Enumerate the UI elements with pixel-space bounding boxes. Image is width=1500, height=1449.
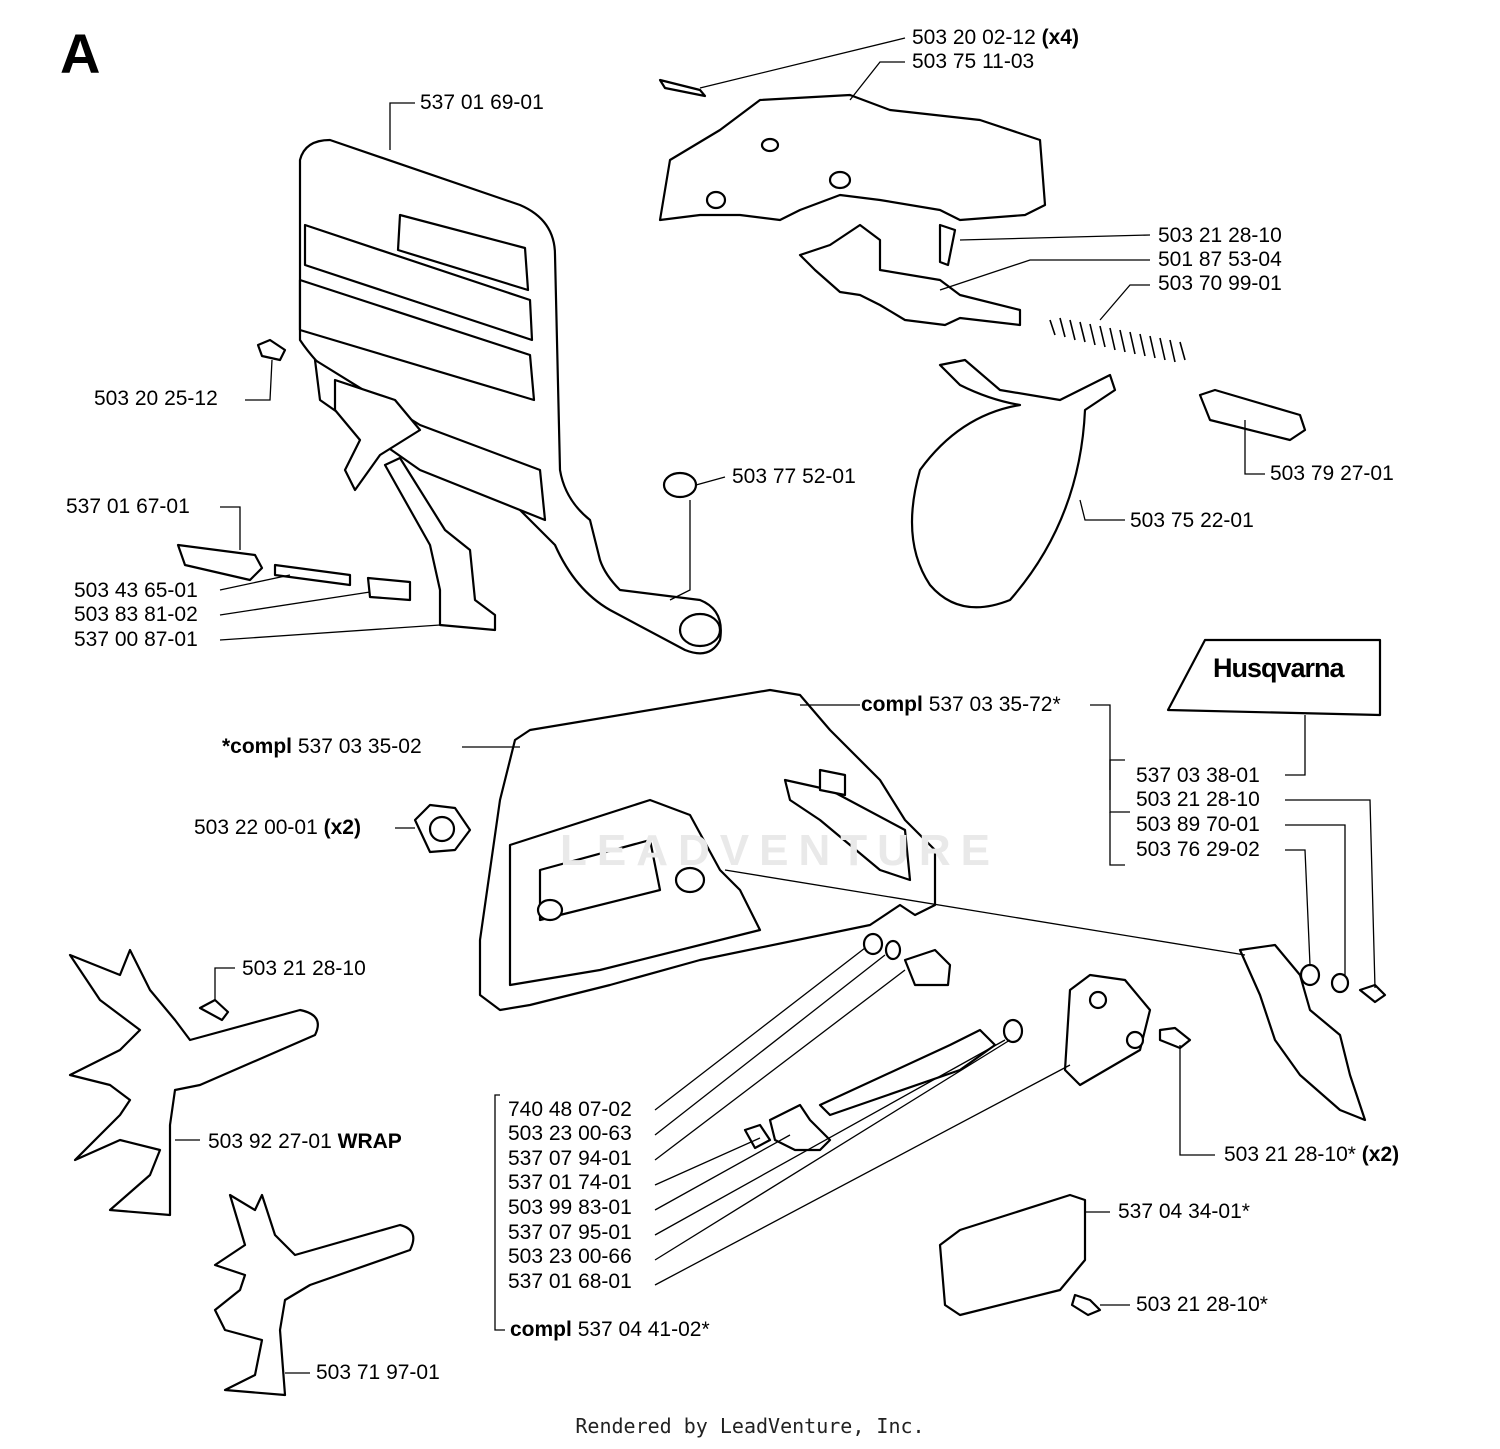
- compl-prefix: compl: [861, 693, 923, 716]
- part-label-740480702[interactable]: 740 48 07-02: [508, 1098, 632, 1121]
- part-label-503792701[interactable]: 503 79 27-01: [1270, 462, 1394, 485]
- part-label-503709901[interactable]: 503 70 99-01: [1158, 272, 1282, 295]
- part-label-503220001[interactable]: 503 22 00-01 (x2): [194, 816, 361, 840]
- bumper-spike-small-part: [213, 1193, 415, 1397]
- quantity: (x4): [1041, 26, 1079, 49]
- screw-part: [256, 338, 287, 362]
- part-label-503922701[interactable]: 503 92 27-01 WRAP: [208, 1130, 402, 1154]
- link-part: [1198, 388, 1307, 442]
- part-label-537008701[interactable]: 537 00 87-01: [74, 628, 198, 651]
- quantity: (x2): [1361, 1143, 1400, 1166]
- quantity: (x2): [323, 816, 361, 839]
- part-label-537033801[interactable]: 537 03 38-01: [1136, 764, 1260, 787]
- brand-logo: Husqvarna: [1213, 653, 1345, 683]
- part-number: 537 03 35-72*: [928, 693, 1061, 716]
- compl-prefix: compl: [510, 1318, 572, 1341]
- part-label-503212810[interactable]: 503 21 28-10: [242, 957, 366, 980]
- brake-spring-part: [1049, 317, 1186, 363]
- part-label-503212810[interactable]: 503 21 28-10*: [1136, 1293, 1268, 1316]
- washer-part: [862, 932, 884, 956]
- part-label-503897001[interactable]: 503 89 70-01: [1136, 813, 1260, 836]
- leader-lines: [175, 37, 1376, 1374]
- nut-part: [413, 803, 472, 854]
- part-label-503775201[interactable]: 503 77 52-01: [732, 465, 856, 488]
- brake-lever-part: [383, 456, 497, 632]
- part-label-537017401[interactable]: 537 01 74-01: [508, 1171, 632, 1194]
- part-number: 503 21 28-10*: [1224, 1143, 1356, 1166]
- chain-catcher-part: [1238, 943, 1367, 1122]
- part-number: 503 20 02-12: [912, 26, 1036, 49]
- part-number: 537 04 41-02*: [577, 1318, 710, 1341]
- part-label-503212810[interactable]: 503 21 28-10: [1158, 224, 1282, 247]
- part-label-compl-537044102[interactable]: compl 537 04 41-02*: [510, 1318, 710, 1342]
- part-label-537016801[interactable]: 537 01 68-01: [508, 1270, 632, 1293]
- spring-part: [273, 563, 352, 587]
- part-label-503752201[interactable]: 503 75 22-01: [1130, 509, 1254, 532]
- part-label-537016701[interactable]: 537 01 67-01: [66, 495, 190, 518]
- pin-part: [176, 543, 264, 582]
- part-label-537043401[interactable]: 537 04 34-01*: [1118, 1200, 1250, 1223]
- part-number: 503 92 27-01: [208, 1130, 332, 1153]
- part-label-503998301[interactable]: 503 99 83-01: [508, 1196, 632, 1219]
- part-label-501875304[interactable]: 501 87 53-04: [1158, 248, 1282, 271]
- clutch-cover-part: [478, 688, 937, 1012]
- part-label-537079501[interactable]: 537 07 95-01: [508, 1221, 632, 1244]
- part-label-503200212[interactable]: 503 20 02-12 (x4): [912, 26, 1079, 50]
- part-label-503212810[interactable]: 503 21 28-10: [1136, 788, 1260, 811]
- part-number: 503 22 00-01: [194, 816, 318, 839]
- part-label-compl-537033572[interactable]: compl 537 03 35-72*: [861, 693, 1061, 717]
- compl-prefix: *compl: [222, 735, 293, 758]
- part-label-503838102[interactable]: 503 83 81-02: [74, 603, 198, 626]
- decal-part: [1166, 638, 1382, 717]
- credit-footer: Rendered by LeadVenture, Inc.: [575, 1414, 925, 1438]
- part-label-503202512[interactable]: 503 20 25-12: [94, 387, 218, 410]
- part-label-compl-537033502[interactable]: *compl 537 03 35-02: [222, 735, 422, 759]
- part-label-503719701[interactable]: 503 71 97-01: [316, 1361, 440, 1384]
- tensioner-plate-part: [1063, 973, 1152, 1087]
- part-label-503230063[interactable]: 503 23 00-63: [508, 1122, 632, 1145]
- block-part: [366, 576, 412, 602]
- part-label-537016901[interactable]: 537 01 69-01: [420, 91, 544, 114]
- section-letter: A: [60, 22, 101, 85]
- part-label-503212810-x2[interactable]: 503 21 28-10* (x2): [1224, 1143, 1399, 1167]
- bushing-part: [662, 471, 698, 499]
- cover-plate-part: [938, 1193, 1087, 1317]
- tensioner-screw-part: [818, 1028, 997, 1117]
- part-number: 537 03 35-02: [297, 735, 422, 758]
- part-label-503436501[interactable]: 503 43 65-01: [74, 579, 198, 602]
- bumper-spike-large-part: [68, 948, 319, 1217]
- watermark: LEADVENTURE: [560, 826, 1001, 875]
- part-label-537079401[interactable]: 537 07 94-01: [508, 1147, 632, 1170]
- tensioner-knob-part: [903, 948, 952, 987]
- part-suffix: WRAP: [337, 1130, 402, 1153]
- hand-guard-part: [298, 138, 722, 655]
- brake-plate-part: [658, 93, 1047, 222]
- brake-band-part: [910, 358, 1117, 609]
- part-label-503230066[interactable]: 503 23 00-66: [508, 1245, 632, 1268]
- part-label-503751103[interactable]: 503 75 11-03: [912, 50, 1035, 73]
- brake-lever-top-part: [798, 223, 1022, 327]
- part-label-503762902[interactable]: 503 76 29-02: [1136, 838, 1260, 861]
